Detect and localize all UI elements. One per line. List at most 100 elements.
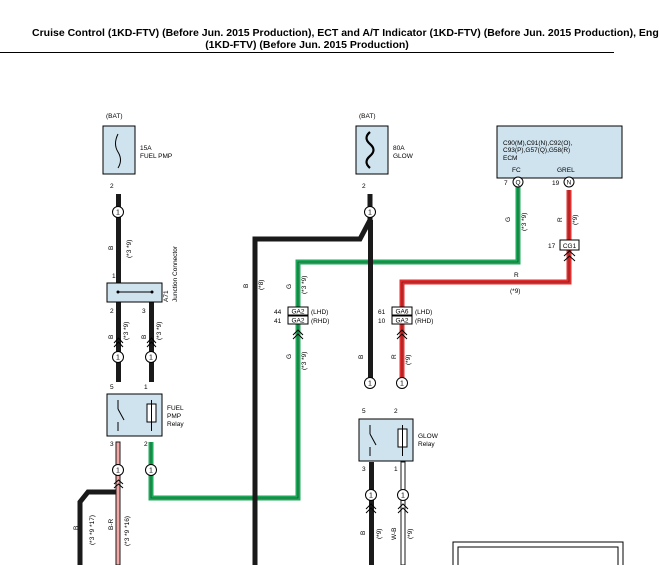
ecm-box: C90(M),C91(N),C92(O), C93(P),G57(Q),G58(…	[496, 125, 623, 188]
svg-text:N: N	[567, 180, 572, 187]
svg-text:GA2: GA2	[291, 318, 304, 325]
fuel-pmp-relay: 5 1 FUEL PMP Relay 3 2	[106, 384, 184, 448]
svg-text:CG1: CG1	[563, 243, 577, 250]
svg-text:B: B	[73, 526, 80, 530]
splice-glow-relay-left	[364, 377, 376, 389]
svg-text:(*3 *9 *17): (*3 *9 *17)	[89, 515, 96, 545]
svg-text:41: 41	[274, 318, 282, 325]
svg-text:(*3 *9): (*3 *9)	[301, 276, 308, 294]
svg-text:G: G	[286, 354, 293, 359]
svg-text:B: B	[360, 531, 367, 535]
wiring-diagram: 1 (BAT)	[73, 113, 624, 565]
svg-text:(*3 *9): (*3 *9)	[521, 213, 528, 231]
splice-glow-bottom-left	[365, 489, 377, 501]
svg-text:C93(P),G57(Q),G58(R): C93(P),G57(Q),G58(R)	[503, 147, 570, 154]
wire-b-left	[77, 489, 116, 565]
connector-ga6: 61 10 GA6 GA2 (LHD) (RHD)	[378, 306, 433, 340]
svg-text:Relay: Relay	[418, 441, 435, 448]
plugs-fuel-relay-bottom	[113, 479, 124, 489]
svg-text:(*3 *9): (*3 *9)	[301, 352, 308, 370]
svg-text:2: 2	[394, 408, 398, 415]
wire-labels: B (*3 *9) B (*8) G (*3 *9) G (*3 *9) R (…	[73, 213, 579, 546]
svg-text:GA6: GA6	[395, 309, 408, 316]
svg-text:3: 3	[142, 308, 146, 315]
svg-text:80A: 80A	[393, 145, 405, 152]
wire-b-glow-down	[252, 194, 373, 565]
svg-text:(*9): (*9)	[572, 215, 579, 225]
svg-text:FUEL PMP: FUEL PMP	[140, 153, 172, 160]
fuse-glow: (BAT) 80A GLOW 2	[355, 113, 414, 190]
svg-text:FUEL: FUEL	[167, 405, 184, 412]
svg-text:FC: FC	[512, 167, 521, 174]
svg-text:(*9): (*9)	[407, 529, 414, 539]
wire-wb	[400, 461, 406, 565]
svg-text:3: 3	[110, 441, 114, 448]
svg-text:R: R	[557, 217, 564, 222]
svg-text:B-R: B-R	[108, 519, 115, 531]
svg-text:1: 1	[144, 384, 148, 391]
splice-glow	[364, 206, 376, 218]
svg-text:1: 1	[394, 466, 398, 473]
wiring-diagram-page: Cruise Control (1KD-FTV) (Before Jun. 20…	[0, 27, 659, 565]
svg-text:61: 61	[378, 309, 386, 316]
svg-text:19: 19	[552, 180, 560, 187]
fuse-glow-source: (BAT)	[359, 113, 376, 120]
wire-red-grel	[399, 190, 572, 384]
svg-text:R: R	[391, 354, 398, 359]
splice-glow-bottom-right	[397, 489, 409, 501]
splice-junction-right	[145, 351, 157, 363]
splice-fuel-relay-left	[112, 464, 124, 476]
svg-text:GA2: GA2	[291, 309, 304, 316]
partial-component-bottom-right	[452, 541, 624, 565]
svg-text:PMP: PMP	[167, 413, 181, 420]
fuse-fuelpmp-source: (BAT)	[106, 113, 123, 120]
svg-text:ECM: ECM	[503, 155, 517, 162]
splice-fuel-relay-right	[145, 464, 157, 476]
svg-text:2: 2	[362, 183, 366, 190]
connector-cg1: 17 CG1	[548, 239, 580, 262]
svg-text:(*9): (*9)	[405, 355, 412, 365]
svg-text:B: B	[108, 246, 115, 250]
svg-text:R: R	[514, 272, 519, 279]
page-title-line-1: Cruise Control (1KD-FTV) (Before Jun. 20…	[32, 27, 659, 39]
splice-junction-left	[112, 351, 124, 363]
svg-text:GLOW: GLOW	[418, 433, 439, 440]
fuse-icon	[115, 133, 121, 169]
svg-text:(*3 *9 *16): (*3 *9 *16)	[124, 516, 131, 546]
svg-text:B: B	[108, 335, 115, 339]
svg-text:(*3 *9): (*3 *9)	[156, 322, 163, 340]
wire-fuse-to-junction	[116, 194, 121, 284]
title-rule	[0, 52, 614, 53]
svg-text:(LHD): (LHD)	[311, 309, 328, 316]
svg-text:Relay: Relay	[167, 421, 184, 428]
wire-green-fc	[148, 182, 521, 501]
connector-ga2: 44 41 GA2 GA2 (LHD) (RHD)	[274, 306, 329, 340]
svg-text:10: 10	[378, 318, 386, 325]
svg-text:(*9): (*9)	[510, 288, 520, 295]
svg-text:(*8): (*8)	[258, 280, 265, 290]
svg-text:C90(M),C91(N),C92(O),: C90(M),C91(N),C92(O),	[503, 140, 573, 147]
svg-text:(RHD): (RHD)	[311, 318, 329, 325]
svg-text:15A: 15A	[140, 145, 152, 152]
svg-text:3: 3	[362, 466, 366, 473]
svg-text:GA2: GA2	[395, 318, 408, 325]
svg-text:G: G	[505, 217, 512, 222]
splice-glow-relay-right	[396, 377, 408, 389]
wire-glow-relay-pin3	[369, 462, 374, 565]
glow-relay: 5 2 GLOW Relay 3 1	[358, 408, 439, 473]
svg-text:2: 2	[144, 441, 148, 448]
svg-text:B: B	[358, 355, 365, 359]
svg-text:(*3 *9): (*3 *9)	[123, 322, 130, 340]
svg-text:1: 1	[112, 273, 116, 280]
svg-text:7: 7	[504, 180, 508, 187]
svg-text:GREL: GREL	[557, 167, 575, 174]
wire-glow-to-relay	[368, 220, 373, 380]
junction-connector-a71: 1 2 3 A71 Junction Connector	[106, 245, 179, 315]
wires	[77, 182, 572, 565]
splice-fuelpmp	[112, 206, 124, 218]
svg-text:W-B: W-B	[391, 527, 398, 540]
svg-text:Q: Q	[515, 180, 520, 187]
svg-text:5: 5	[110, 384, 114, 391]
wire-br	[115, 441, 121, 565]
svg-text:B: B	[243, 284, 250, 288]
